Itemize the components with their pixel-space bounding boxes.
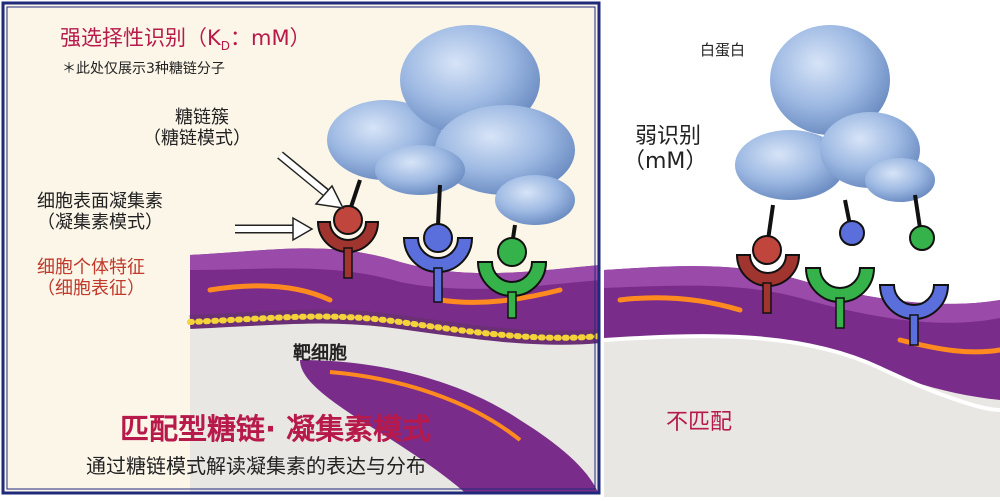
right-lectin-red (735, 235, 801, 314)
left-note: ＊此处仅展示3种糖链分子 (62, 61, 225, 77)
cell-trait-label: 细胞个体特征 （细胞表征） (37, 257, 145, 299)
lectin-line1: 细胞表面凝集素 (37, 191, 163, 212)
weak-line2: （mM） (623, 149, 708, 175)
cell-trait-line1: 细胞个体特征 (37, 257, 145, 278)
lectin-line2: （凝集素模式） (37, 211, 163, 233)
lectin-blue (402, 223, 474, 303)
left-title-subscript: D (220, 39, 231, 54)
left-heading: 匹配型糖链· 凝集素模式 (120, 412, 432, 446)
right-glycan-blue (839, 220, 865, 246)
left-caption: 通过糖链模式解读凝集素的表达与分布 (86, 454, 426, 478)
glycan-cluster-line2: （糖链模式） (143, 127, 251, 149)
left-cell-illustration (187, 248, 599, 493)
cell-trait-line2: （细胞表征） (37, 277, 145, 299)
lectin-label: 细胞表面凝集素 （凝集素模式） (37, 191, 163, 233)
glycan-cluster-label: 糖链簇 （糖链模式） (143, 107, 251, 149)
weak-line1: 弱识别 (635, 124, 702, 149)
left-title-prefix: 强选择性识别（K (60, 26, 221, 50)
albumin-label: 白蛋白 (700, 41, 746, 59)
right-lectin-green (804, 267, 876, 329)
left-title: 强选择性识别（KD：mM） (60, 26, 311, 54)
weak-recognition-label: 弱识别 （mM） (623, 124, 707, 175)
mismatch-label: 不匹配 (666, 410, 733, 435)
left-title-suffix: ：mM） (230, 26, 311, 50)
right-glycan-green (909, 225, 935, 251)
lectin-red (316, 205, 380, 279)
left-protein-cluster (327, 25, 575, 225)
right-lectin-blue (878, 284, 950, 346)
target-cell-label: 靶细胞 (293, 343, 347, 364)
lectin-green (476, 237, 548, 319)
right-protein-cluster (735, 25, 935, 202)
left-panel-frame (1, 1, 601, 495)
glycan-cluster-line1: 糖链簇 (175, 107, 229, 128)
